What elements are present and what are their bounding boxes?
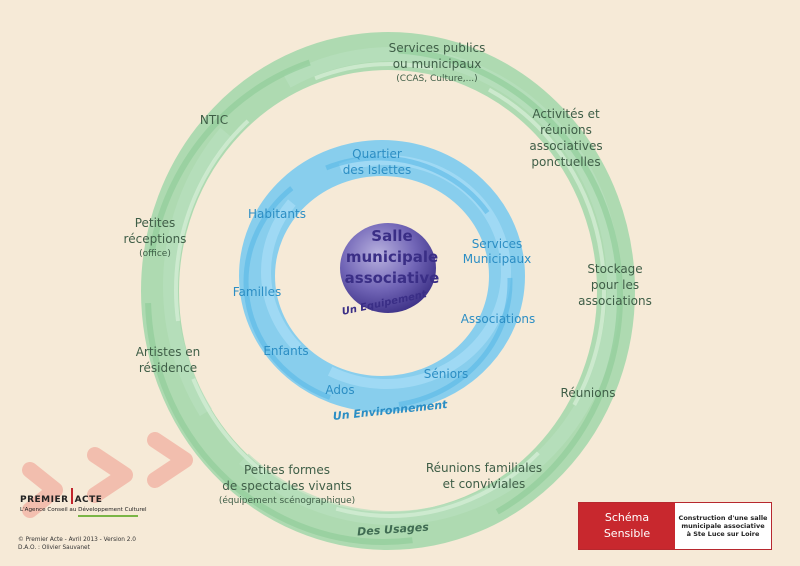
label-associations: Associations bbox=[461, 312, 536, 326]
center-title-line-2: municipale bbox=[346, 248, 438, 266]
label-enfants: Enfants bbox=[263, 344, 308, 358]
label-activites-line-3: associatives bbox=[529, 139, 602, 153]
title-box-description: Construction d'une salle municipale asso… bbox=[675, 503, 771, 549]
title-box-label-line-2: Sensible bbox=[603, 527, 651, 540]
label-stockage-line-1: Stockage bbox=[587, 262, 642, 276]
outer-ring bbox=[141, 32, 635, 550]
label-petites-receptions-line-1: Petites bbox=[135, 216, 176, 230]
label-stockage-line-3: associations bbox=[578, 294, 652, 308]
label-petites-formes-line-2: de spectacles vivants bbox=[222, 479, 352, 493]
logo-tagline: L'Agence Conseil au Développement Cultur… bbox=[20, 507, 147, 513]
logo-underline bbox=[78, 515, 138, 517]
inner-ring-labels: Quartier des Islettes Habitants Services… bbox=[233, 147, 536, 423]
label-habitants: Habitants bbox=[248, 207, 306, 221]
arrow-shape bbox=[87, 447, 133, 503]
outer-ring-labels: Services publics ou municipaux (CCAS, Cu… bbox=[124, 41, 652, 538]
title-box-description-line-2: municipale associative bbox=[681, 522, 765, 530]
title-box: Schéma Sensible Construction d'une salle… bbox=[578, 502, 772, 550]
decorative-arrows bbox=[22, 432, 193, 518]
label-reunions-familiales-line-1: Réunions familiales bbox=[426, 461, 542, 475]
logo-divider-bar bbox=[70, 488, 73, 504]
label-services-publics-line-1: Services publics bbox=[389, 41, 486, 55]
title-box-label-line-1: Schéma bbox=[604, 511, 650, 524]
inner-ring bbox=[239, 140, 525, 412]
label-services-municipaux-line-1: Services bbox=[472, 237, 523, 251]
credits-line-2: D.A.O. : Olivier Sauvanet bbox=[18, 545, 90, 551]
label-services-municipaux-line-2: Municipaux bbox=[463, 252, 532, 266]
arrow-shape bbox=[147, 432, 193, 488]
center-title-line-1: Salle bbox=[371, 227, 412, 245]
label-ntic: NTIC bbox=[200, 113, 228, 127]
arrow-shape bbox=[22, 462, 63, 518]
label-petites-formes-line-1: Petites formes bbox=[244, 463, 330, 477]
outer-ring-caption: Des Usages bbox=[357, 520, 430, 538]
label-reunions: Réunions bbox=[561, 386, 616, 400]
title-box-label: Schéma Sensible bbox=[579, 503, 675, 549]
label-activites-line-1: Activités et bbox=[532, 107, 600, 121]
label-reunions-familiales-line-2: et conviviales bbox=[443, 477, 526, 491]
logo-brand-left: PREMIER bbox=[20, 495, 69, 505]
label-familles: Familles bbox=[233, 285, 281, 299]
label-activites-line-2: réunions bbox=[540, 123, 592, 137]
logo-brand: PREMIER ACTE bbox=[20, 488, 210, 505]
premier-acte-logo: PREMIER ACTE L'Agence Conseil au Développ… bbox=[20, 488, 210, 517]
label-petites-formes-line-3: (équipement scénographique) bbox=[219, 495, 355, 506]
center-title-line-3: associative bbox=[345, 269, 440, 287]
center-sphere bbox=[340, 223, 436, 313]
label-seniors: Séniors bbox=[424, 367, 468, 381]
label-services-publics-line-3: (CCAS, Culture,...) bbox=[396, 74, 477, 84]
label-services-publics-line-2: ou municipaux bbox=[393, 57, 482, 71]
title-box-description-line-1: Construction d'une salle bbox=[678, 514, 768, 522]
label-petites-receptions-line-3: (office) bbox=[139, 249, 171, 259]
credits: © Premier Acte - Avril 2013 - Version 2.… bbox=[18, 536, 136, 552]
label-activites-line-4: ponctuelles bbox=[531, 155, 600, 169]
label-artistes-line-2: résidence bbox=[139, 361, 197, 375]
label-ados: Ados bbox=[325, 383, 354, 397]
label-stockage-line-2: pour les bbox=[591, 278, 639, 292]
logo-brand-right: ACTE bbox=[74, 495, 103, 505]
label-quartier-line-1: Quartier bbox=[352, 147, 402, 161]
label-artistes-line-1: Artistes en bbox=[136, 345, 201, 359]
title-box-description-line-3: à Ste Luce sur Loire bbox=[686, 530, 760, 538]
label-petites-receptions-line-2: réceptions bbox=[124, 232, 187, 246]
label-quartier-line-2: des Islettes bbox=[343, 163, 412, 177]
credits-line-1: © Premier Acte - Avril 2013 - Version 2.… bbox=[18, 537, 136, 543]
center-node: Salle municipale associative Un Equipeme… bbox=[340, 223, 439, 318]
